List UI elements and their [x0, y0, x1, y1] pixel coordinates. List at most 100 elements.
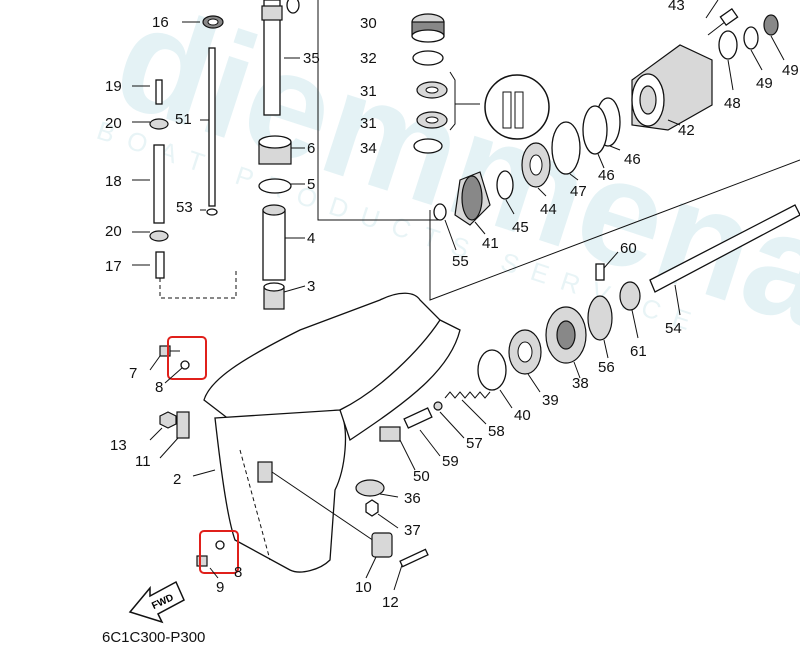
callout-c45: 45: [512, 219, 529, 236]
callout-c56: 56: [598, 359, 615, 376]
part-8-washer-a: [180, 360, 190, 370]
callout-c8b: 8: [234, 564, 242, 581]
part-36-bushing: [355, 479, 385, 497]
part-55-washer: [433, 203, 447, 221]
callout-c61: 61: [630, 343, 647, 360]
part-49-washer-a: [743, 26, 759, 50]
callout-c4: 4: [307, 230, 315, 247]
callout-c12: 12: [382, 594, 399, 611]
callout-c31a: 31: [360, 83, 377, 100]
part-9-bolt: [196, 555, 208, 567]
callout-c39: 39: [542, 392, 559, 409]
callout-c2: 2: [173, 471, 181, 488]
callout-c47: 47: [570, 183, 587, 200]
callout-c50: 50: [413, 468, 430, 485]
callout-c49b: 49: [782, 62, 799, 79]
part-60-pin: [595, 263, 605, 281]
part-2-gearcase-side: [339, 319, 461, 442]
callout-c7: 7: [129, 365, 137, 382]
part-17-stud: [155, 251, 165, 279]
callout-c13: 13: [110, 437, 127, 454]
part-2-gearcase-window: [257, 461, 273, 483]
part-37-nut: [365, 499, 379, 517]
callout-c38: 38: [572, 375, 589, 392]
part-19-stud: [155, 79, 163, 105]
callout-c42: 42: [678, 122, 695, 139]
part-4-sleeve: [262, 209, 286, 281]
callout-c36: 36: [404, 490, 421, 507]
part-11-anode-plate: [176, 411, 190, 439]
callout-c58: 58: [488, 423, 505, 440]
callout-c18: 18: [105, 173, 122, 190]
highlight-box-8b: [199, 530, 239, 574]
callout-labels: 1635303231313443484949424646474445415519…: [105, 0, 799, 611]
part-32-oring: [412, 50, 444, 66]
part-8-washer-b: [215, 540, 225, 550]
group-bracket-upper: [317, 0, 440, 221]
callout-c16: 16: [152, 14, 169, 31]
bracket-31: [449, 71, 456, 131]
callout-c34: 34: [360, 140, 377, 157]
callout-c48: 48: [724, 95, 741, 112]
callout-c19: 19: [105, 78, 122, 95]
part-20-nut-b: [149, 230, 169, 242]
part-57-ball: [433, 401, 443, 411]
callout-c40: 40: [514, 407, 531, 424]
highlight-box-8a: [167, 336, 207, 380]
part-50-cam: [379, 426, 401, 442]
callout-c43: 43: [668, 0, 685, 14]
callout-c9: 9: [216, 579, 224, 596]
part-35-driveshaft: [263, 0, 281, 116]
part-51-rod: [208, 47, 216, 207]
callout-c54: 54: [665, 320, 682, 337]
part-58-spring: [444, 391, 491, 399]
part-46-ring-b: [582, 105, 608, 155]
part-47-ring: [551, 121, 581, 175]
callout-c8a: 8: [155, 379, 163, 396]
callout-c17: 17: [105, 258, 122, 275]
callout-c20a: 20: [105, 115, 122, 132]
part-59-plunger: [403, 407, 433, 429]
callout-c6: 6: [307, 140, 315, 157]
part-40-oring: [477, 349, 507, 391]
callout-c30: 30: [360, 15, 377, 32]
part-56-clutch: [587, 295, 613, 341]
part-12-bolt: [399, 548, 429, 568]
callout-c57: 57: [466, 435, 483, 452]
part-18-dowel: [153, 144, 165, 224]
callout-c51: 51: [175, 111, 192, 128]
fwd-arrow: FWD: [128, 580, 185, 624]
callout-c59: 59: [442, 453, 459, 470]
part-34-shim: [413, 138, 443, 154]
callout-c60: 60: [620, 240, 637, 257]
part-54-propeller-shaft: [649, 204, 800, 293]
callout-c20b: 20: [105, 223, 122, 240]
callout-c41: 41: [482, 235, 499, 252]
callout-c35: 35: [303, 50, 320, 67]
callout-c31b: 31: [360, 115, 377, 132]
callout-c53: 53: [176, 199, 193, 216]
part-48-bushing: [718, 30, 738, 60]
callout-c11: 11: [135, 453, 151, 470]
part-13-nut: [159, 411, 177, 429]
callout-c49a: 49: [756, 75, 773, 92]
part-5-ring: [258, 178, 292, 194]
part-2-gearcase-body: [214, 409, 347, 573]
callout-c5: 5: [307, 176, 315, 193]
part-53-clip: [206, 208, 218, 216]
callout-c37: 37: [404, 522, 421, 539]
callout-c10: 10: [355, 579, 372, 596]
callout-c55: 55: [452, 253, 469, 270]
group-bracket-shaft: [429, 159, 800, 301]
part-20-nut-a: [149, 118, 169, 130]
part-61-ring: [619, 281, 641, 311]
callout-c46a: 46: [624, 151, 641, 168]
callout-c44: 44: [540, 201, 557, 218]
callout-c3: 3: [307, 278, 315, 295]
callout-c46b: 46: [598, 167, 615, 184]
callout-c32: 32: [360, 50, 377, 67]
part-code: 6C1C300-P300: [102, 629, 205, 646]
part-10-anode: [371, 532, 393, 558]
